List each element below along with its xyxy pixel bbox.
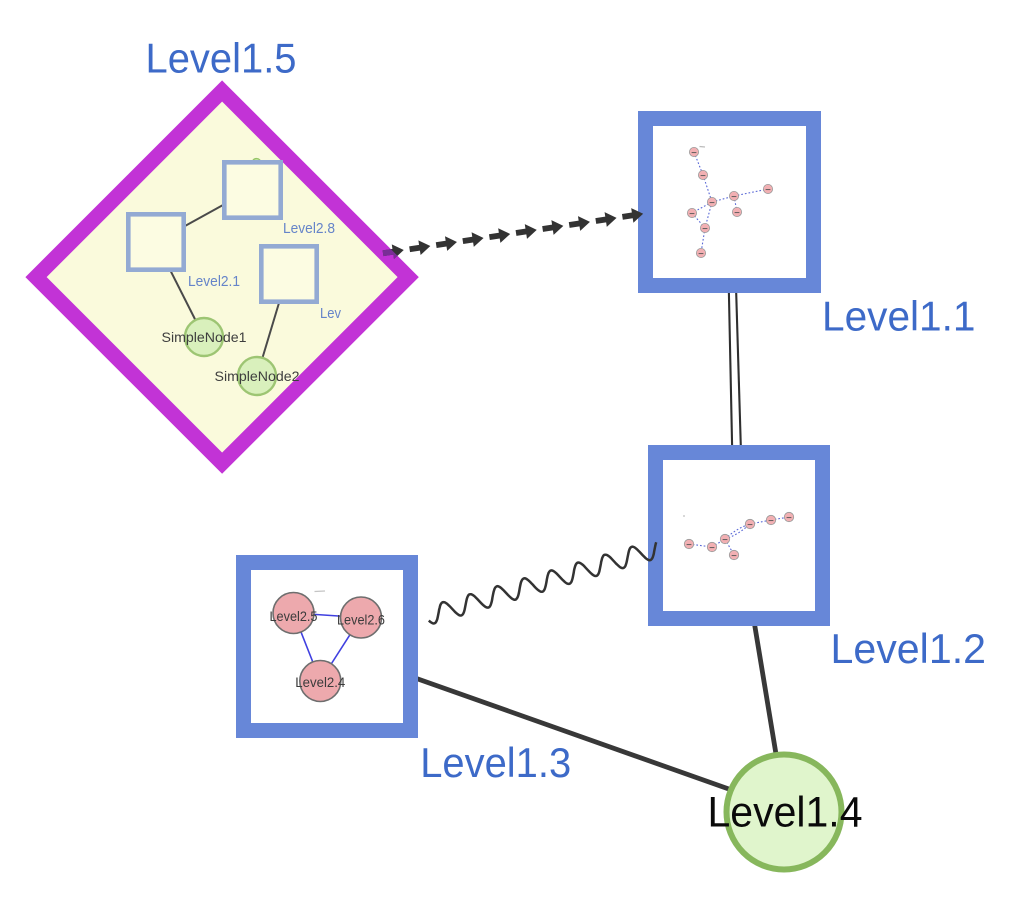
svg-text:Level2.8: Level2.8 — [283, 220, 335, 237]
svg-text:Level1.5: Level1.5 — [146, 35, 297, 82]
svg-text:Level1.2: Level1.2 — [831, 625, 987, 672]
svg-text:Level2.6: Level2.6 — [337, 613, 385, 628]
svg-text:Level2.4: Level2.4 — [295, 675, 345, 690]
svg-text:Level1.4: Level1.4 — [708, 790, 863, 837]
svg-text:SimpleNode2: SimpleNode2 — [215, 368, 300, 384]
svg-text:Level2.5: Level2.5 — [270, 609, 318, 624]
svg-text:Level2.1: Level2.1 — [188, 273, 240, 290]
svg-text:Level1.3: Level1.3 — [420, 739, 571, 786]
svg-text:SimpleNode1: SimpleNode1 — [162, 329, 247, 345]
svg-text:Lev: Lev — [320, 305, 341, 322]
svg-text:Level1.1: Level1.1 — [822, 293, 976, 340]
